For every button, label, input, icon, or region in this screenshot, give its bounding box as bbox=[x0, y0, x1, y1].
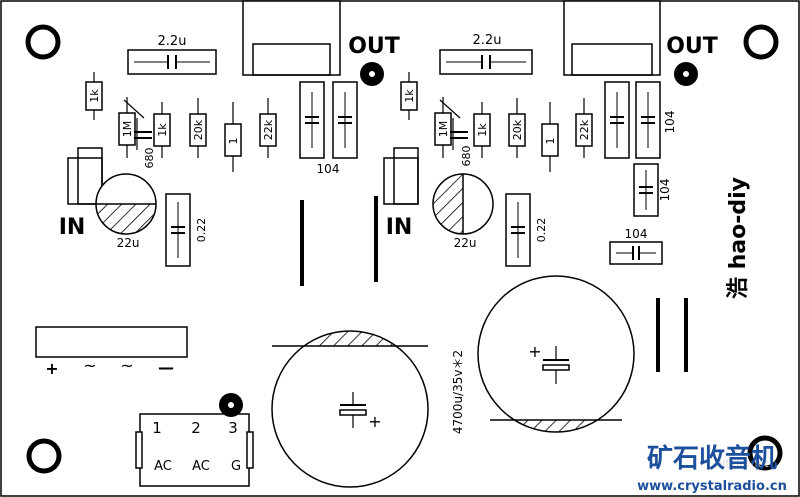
resistor-1-left bbox=[224, 102, 242, 172]
input-socket-right bbox=[383, 147, 419, 205]
pin1-label: 1 bbox=[152, 419, 162, 437]
resistor-1k-left-a-label: 1k bbox=[88, 89, 101, 103]
main-caps-label: 4700u/35v＊2 bbox=[451, 350, 465, 434]
in-label-left: IN bbox=[59, 215, 86, 240]
resistor-1m-left bbox=[118, 97, 152, 158]
mounting-hole-bottom-left bbox=[26, 438, 62, 474]
out-label-right: OUT bbox=[666, 34, 718, 59]
resistor-1k-left-b bbox=[153, 102, 171, 158]
pin3-name: G bbox=[231, 459, 241, 474]
cap-2u2-right bbox=[439, 49, 533, 75]
resistor-20k-right-label: 20k bbox=[511, 119, 524, 140]
power-terminal-block bbox=[35, 326, 188, 358]
mounting-hole-top-left bbox=[25, 24, 61, 60]
mounting-hole-top-right bbox=[743, 24, 779, 60]
pin3-label: 3 bbox=[228, 419, 238, 437]
out-pad-right bbox=[674, 62, 698, 86]
resistor-1m-left-label: 1M bbox=[121, 121, 134, 138]
resistor-1k-right-b bbox=[473, 102, 491, 158]
resistor-1k-left-b-label: 1k bbox=[156, 123, 169, 137]
cap-22u-left-label: 22u bbox=[117, 236, 140, 250]
resistor-22k-right bbox=[575, 98, 593, 158]
watermark-url: www.crystalradio.cn bbox=[637, 479, 787, 494]
resistor-22k-left-label: 22k bbox=[262, 119, 275, 140]
resistor-1m-right-label: 1M bbox=[437, 121, 450, 138]
resistor-22k-right-label: 22k bbox=[578, 119, 591, 140]
pin2-label: 2 bbox=[191, 419, 201, 437]
cap-104-right-b bbox=[635, 81, 661, 159]
filter-cap-right-plus: + bbox=[528, 342, 541, 361]
power-ac2-label: ~ bbox=[120, 356, 133, 375]
cap-022-left-label: 0.22 bbox=[195, 218, 208, 243]
power-plus-label: + bbox=[45, 359, 58, 378]
cap-2u2-left bbox=[127, 49, 217, 75]
pin2-name: AC bbox=[192, 459, 210, 474]
power-minus-label: — bbox=[158, 358, 174, 377]
resistor-1k-right-a bbox=[400, 72, 418, 120]
cap-22u-right-label: 22u bbox=[454, 236, 477, 250]
out-pad-left bbox=[360, 62, 384, 86]
resistor-1k-right-a-label: 1k bbox=[403, 89, 416, 103]
resistor-1-right-label: 1 bbox=[544, 138, 557, 145]
ground-bar-right-b bbox=[684, 298, 688, 372]
cap-104-right-b-label: 104 bbox=[663, 111, 677, 134]
ground-bar-right-a bbox=[656, 298, 660, 372]
pin1-name: AC bbox=[154, 459, 172, 474]
mounting-hole-bottom-right bbox=[747, 435, 783, 471]
cap-104-left-a bbox=[299, 81, 325, 159]
power-connector bbox=[135, 413, 254, 487]
cap-2u2-left-label: 2.2u bbox=[158, 34, 187, 49]
cap-104-right-d bbox=[609, 241, 663, 265]
power-ac1-label: ~ bbox=[83, 356, 96, 375]
watermark-faint: hifidiy.net bbox=[715, 457, 769, 470]
amp-chip-right bbox=[563, 0, 661, 76]
ground-bar-left-b bbox=[374, 196, 378, 282]
resistor-1-right bbox=[541, 102, 559, 172]
ground-bar-left-a bbox=[300, 200, 304, 286]
cap-022-right bbox=[505, 193, 531, 267]
resistor-680-left-label: 680 bbox=[143, 148, 156, 169]
resistor-1-left-label: 1 bbox=[227, 138, 240, 145]
resistor-20k-right bbox=[508, 98, 526, 158]
out-label-left: OUT bbox=[348, 34, 400, 59]
cap-022-right-label: 0.22 bbox=[535, 218, 548, 243]
resistor-1m-right bbox=[434, 97, 468, 158]
in-label-right: IN bbox=[386, 215, 413, 240]
cap-104-right-a bbox=[604, 81, 630, 159]
watermark-cn: 矿石收音机 bbox=[647, 443, 777, 474]
resistor-1k-right-b-label: 1k bbox=[476, 123, 489, 137]
cap-022-left bbox=[165, 193, 191, 267]
cap-104-left-b bbox=[332, 81, 358, 159]
cap-104-left-label: 104 bbox=[317, 162, 340, 176]
amp-chip-left bbox=[242, 0, 341, 76]
resistor-20k-left bbox=[189, 98, 207, 158]
resistor-22k-left bbox=[259, 98, 277, 158]
resistor-680-right-label: 680 bbox=[460, 146, 473, 167]
brand-label: 浩 hao-diy bbox=[726, 177, 751, 299]
cap-104-right-d-label: 104 bbox=[625, 227, 648, 241]
cap-2u2-right-label: 2.2u bbox=[473, 33, 502, 48]
resistor-20k-left-label: 20k bbox=[192, 119, 205, 140]
resistor-1k-left-a bbox=[85, 72, 103, 120]
filter-cap-left-plus: + bbox=[368, 412, 381, 431]
cap-104-right-c bbox=[633, 163, 659, 217]
power-connector-pad bbox=[219, 393, 243, 417]
cap-104-right-c-label: 104 bbox=[658, 179, 672, 202]
